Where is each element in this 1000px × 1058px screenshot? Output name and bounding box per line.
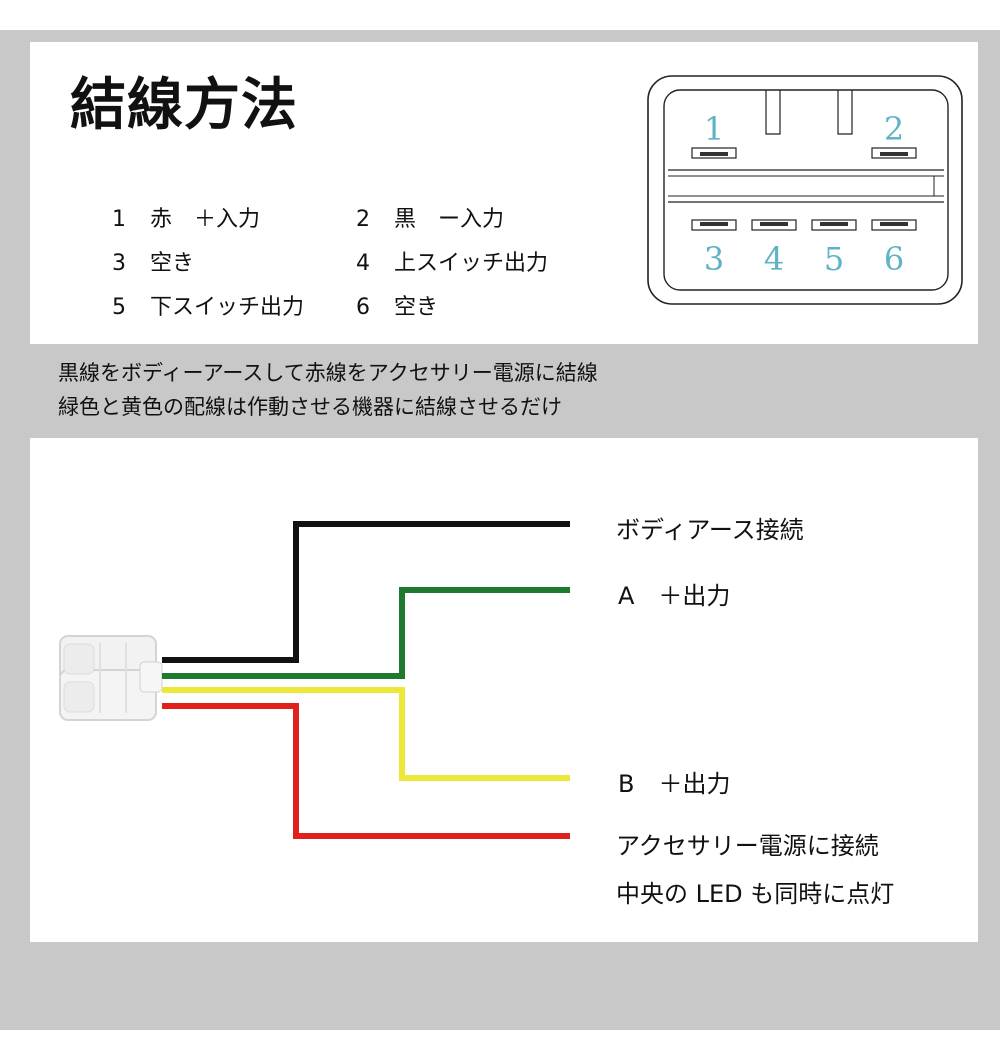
label-output-b: B ＋出力: [618, 770, 731, 798]
terminal-5: [811, 219, 857, 231]
wire-green: [162, 587, 570, 679]
pin-label: 下スイッチ出力: [149, 295, 304, 320]
connector-number-6: 6: [884, 240, 904, 278]
terminal-4: [751, 219, 797, 231]
pin-number: 4: [355, 251, 370, 276]
label-body-earth: ボディアース接続: [616, 516, 804, 544]
terminal-2: [871, 147, 917, 159]
pin-label: 上スイッチ出力: [393, 251, 548, 276]
connector-number-5: 5: [824, 240, 844, 278]
pinout-panel: 結線方法 1 赤 ＋入力 2 黒 ー入力 3 空き 4 上スイッチ出力 5 下スイッチ出力…: [30, 42, 978, 344]
label-led-note: 中央の LED も同時に点灯: [616, 880, 895, 908]
pin-3: 3 空き: [84, 220, 194, 302]
connector-notch-right: [837, 90, 853, 135]
pin-6: 6 空き: [328, 264, 438, 346]
connector-notch-left: [765, 90, 781, 135]
pin-label: 黒 ー入力: [393, 207, 504, 232]
instructions: 黒線をボディーアースして赤線をアクセサリー電源に結線 緑色と黄色の配線は作動させ…: [58, 356, 598, 424]
wire-yellow: [162, 687, 570, 781]
instruction-line: 緑色と黄色の配線は作動させる機器に結線させるだけ: [58, 395, 562, 419]
terminal-1: [691, 147, 737, 159]
pin-number: 6: [355, 295, 370, 320]
pin-5: 5 下スイッチ出力: [84, 264, 304, 346]
connector-plug: [59, 635, 163, 721]
connector-inner: [663, 89, 949, 291]
pin-1: 1 赤 ＋入力: [84, 176, 260, 258]
pin-number: 1: [111, 207, 126, 232]
label-accessory-power: アクセサリー電源に接続: [616, 832, 879, 860]
connector-number-2: 2: [884, 110, 904, 148]
label-output-a: A ＋出力: [618, 582, 731, 610]
terminal-3: [691, 219, 737, 231]
connector-outer: [647, 75, 963, 305]
connector-diagram: 1 2 3 4 5 6: [647, 75, 963, 305]
connector-number-4: 4: [764, 240, 784, 278]
wire-red: [162, 703, 570, 839]
connector-number-3: 3: [704, 240, 724, 278]
pin-number: 2: [355, 207, 370, 232]
terminal-6: [871, 219, 917, 231]
instruction-line: 黒線をボディーアースして赤線をアクセサリー電源に結線: [58, 361, 598, 385]
pin-4: 4 上スイッチ出力: [328, 220, 548, 302]
pin-number: 3: [111, 251, 126, 276]
page-title: 結線方法: [70, 73, 298, 138]
pin-label: 空き: [149, 251, 194, 276]
connector-number-1: 1: [704, 110, 724, 148]
wire-black: [162, 521, 570, 663]
pin-label: 赤 ＋入力: [149, 207, 260, 232]
wiring-panel: ボディアース接続 A ＋出力 B ＋出力 アクセサリー電源に接続 中央の LED…: [30, 438, 978, 942]
pin-2: 2 黒 ー入力: [328, 176, 504, 258]
pin-number: 5: [111, 295, 126, 320]
wiring-diagram: [59, 521, 570, 839]
pin-label: 空き: [393, 295, 438, 320]
